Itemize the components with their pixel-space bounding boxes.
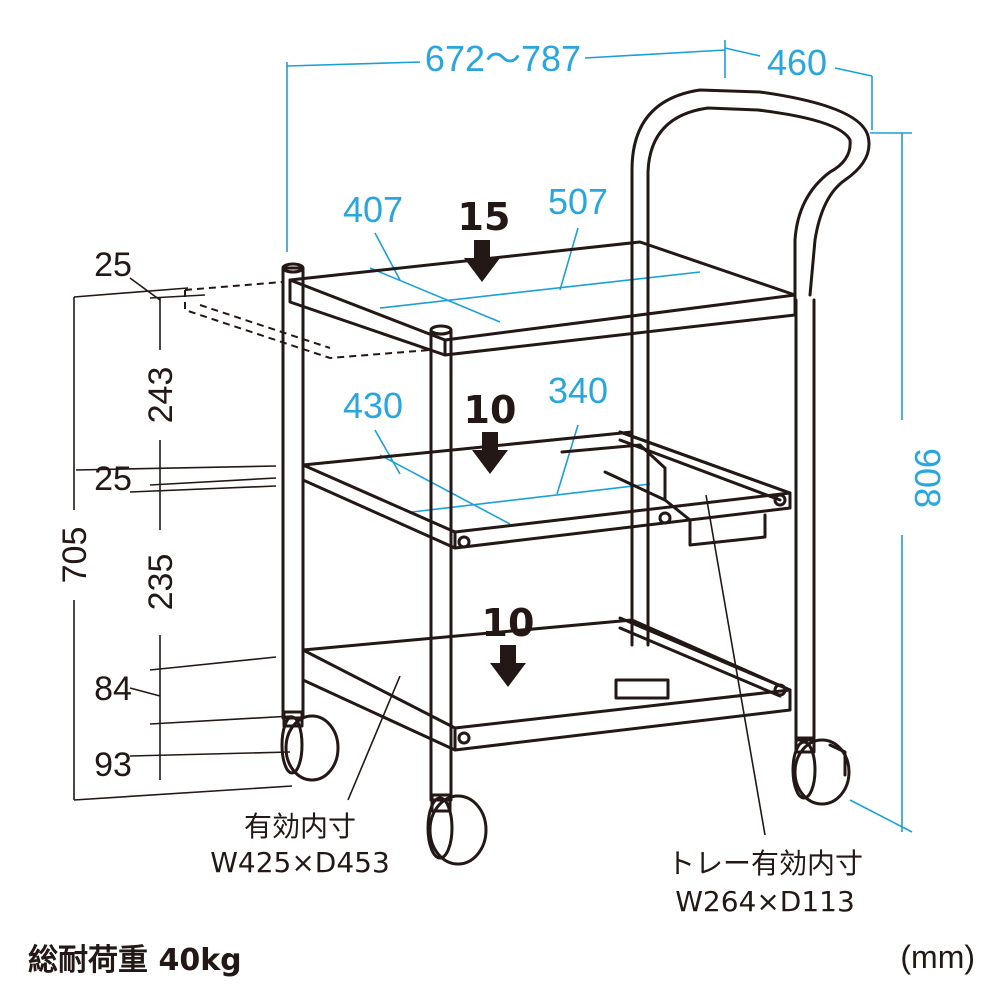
top-load-label: 15 xyxy=(458,195,511,239)
middle-shelf-width-label: 340 xyxy=(548,370,608,411)
top-load-arrow xyxy=(464,240,500,282)
inner-size-label: 有効内寸 xyxy=(244,810,356,843)
casters xyxy=(280,710,851,866)
tray-size-label: トレー有効内寸 xyxy=(667,847,863,880)
caster-height-label: 93 xyxy=(94,746,132,784)
total-width-label: 672～787 xyxy=(425,38,581,79)
top-shelf-depth-label: 407 xyxy=(343,189,403,230)
top-shelf xyxy=(288,240,797,357)
shelf-height-label: 705 xyxy=(56,527,94,584)
unit-label: (mm) xyxy=(900,939,975,975)
load-arrows xyxy=(464,240,526,687)
bottom-load-label: 10 xyxy=(482,601,535,645)
total-height-label: 908 xyxy=(907,448,948,508)
middle-load-arrow xyxy=(472,432,508,474)
middle-shelf-depth-label: 430 xyxy=(343,385,403,426)
tray-size-value: W264×D113 xyxy=(675,885,855,918)
left-dimension-lines xyxy=(73,277,293,801)
inner-size-value: W425×D453 xyxy=(210,846,390,879)
bottom-load-arrow xyxy=(490,645,526,687)
callout-leaders xyxy=(347,494,766,836)
slide-board xyxy=(184,281,431,360)
total-load-label: 総耐荷重 40kg xyxy=(28,943,242,978)
top-gap-label: 243 xyxy=(142,367,180,424)
top-shelf-width-label: 507 xyxy=(548,181,608,222)
middle-gap-label: 235 xyxy=(142,554,180,611)
handle xyxy=(630,88,871,297)
top-board-thickness-label: 25 xyxy=(94,246,132,284)
bottom-tray-label: 84 xyxy=(94,670,132,708)
middle-load-label: 10 xyxy=(464,388,517,432)
depth-label: 460 xyxy=(767,42,827,83)
bottom-shelf xyxy=(301,616,792,752)
middle-shelf xyxy=(301,430,792,550)
middle-board-thickness-label: 25 xyxy=(94,460,132,498)
